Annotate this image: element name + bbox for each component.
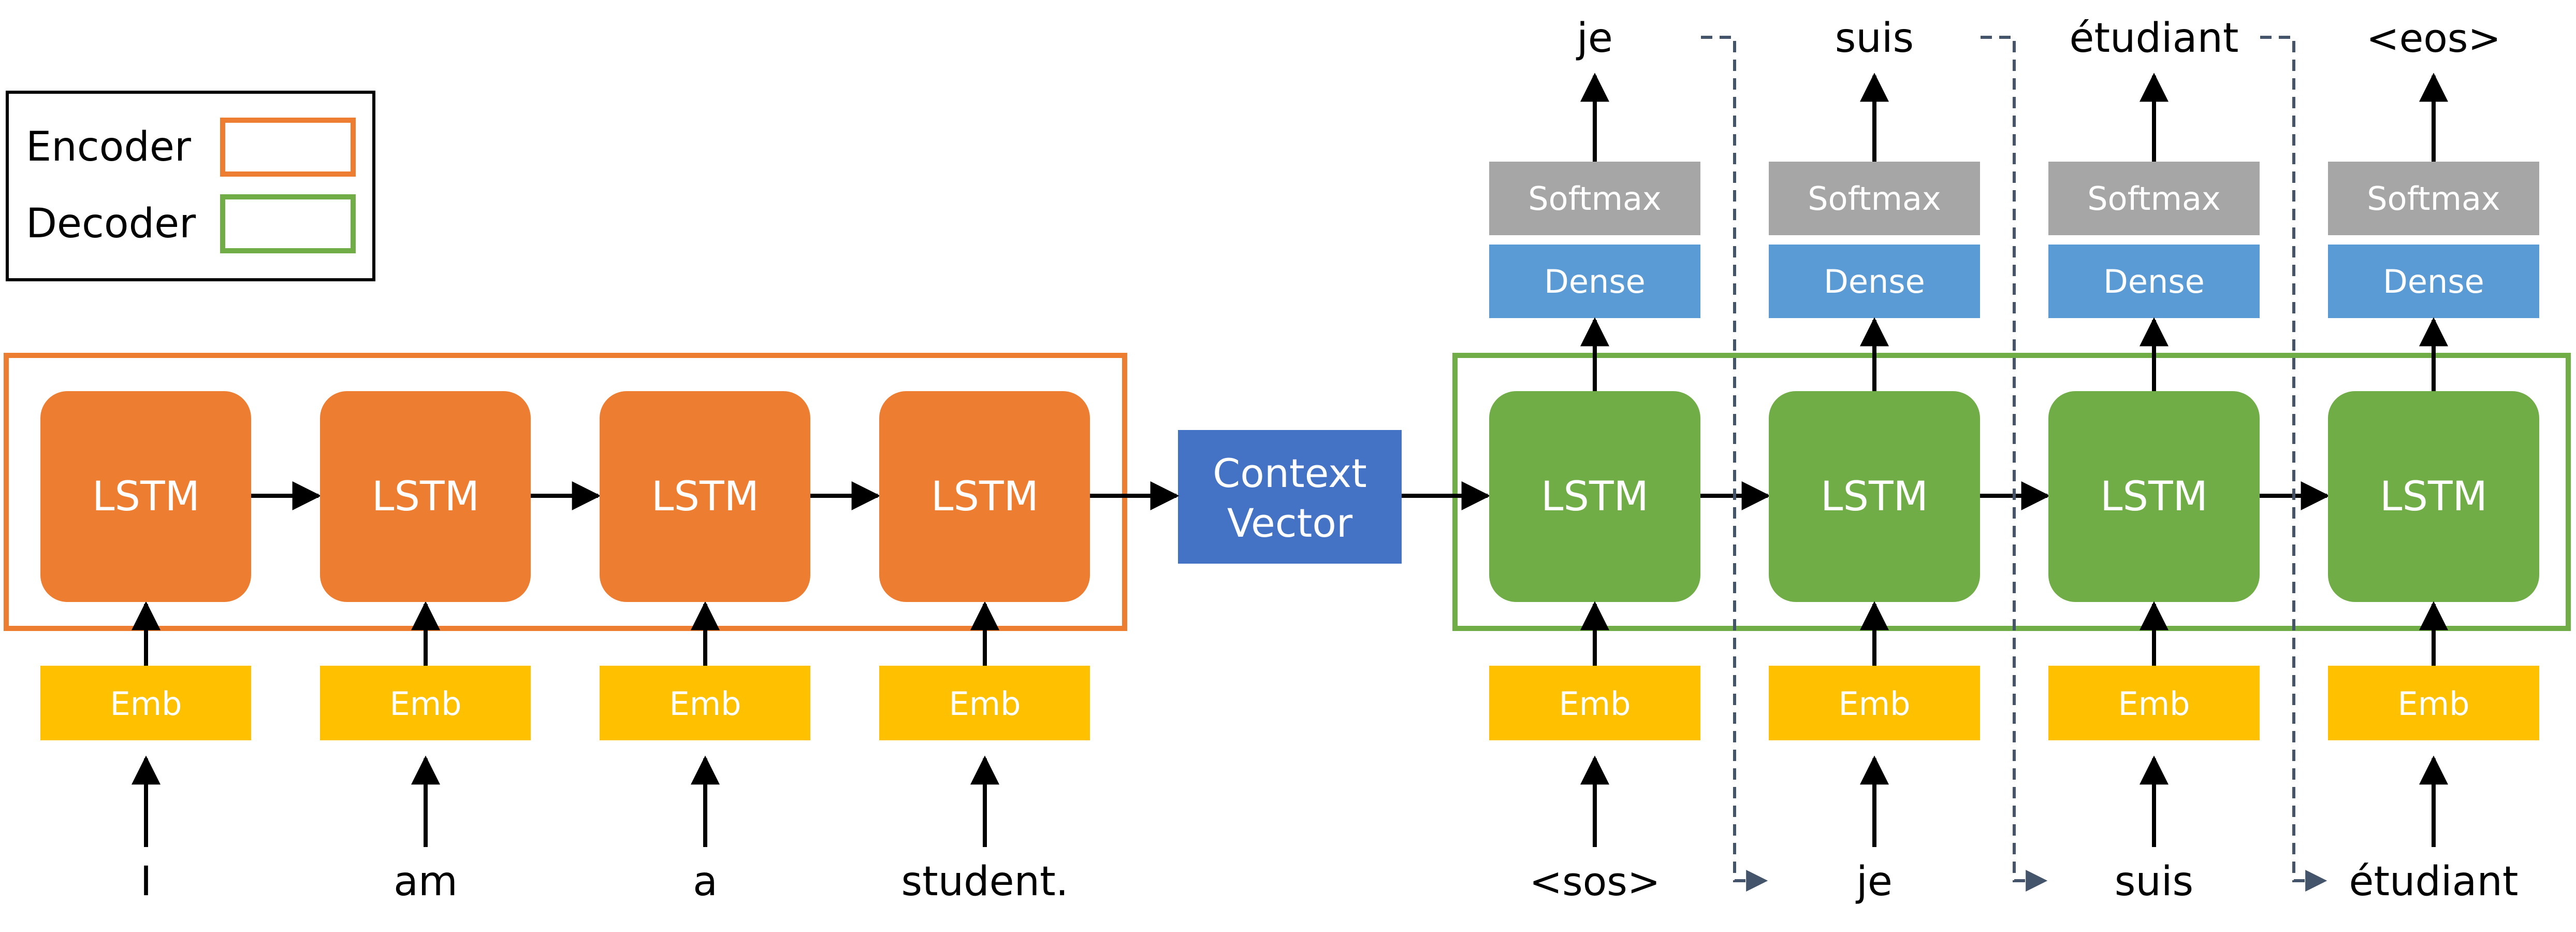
input-token: suis — [2115, 858, 2193, 905]
decoder-frame — [1452, 353, 2571, 631]
lstm-block — [1769, 391, 1980, 602]
lstm-block — [879, 391, 1090, 602]
lstm-block — [1489, 391, 1700, 602]
emb-block — [2328, 666, 2539, 740]
softmax-label: Softmax — [1808, 180, 1941, 218]
emb-label: Emb — [1839, 685, 1911, 723]
feedback-arrows — [1701, 36, 2327, 892]
lstm-label: LSTM — [1821, 474, 1928, 520]
emb-label: Emb — [2118, 685, 2190, 723]
lstm-block — [600, 391, 810, 602]
softmax-block — [2048, 162, 2260, 235]
emb-block — [879, 666, 1090, 740]
softmax-block — [1489, 162, 1700, 235]
decoder-cell-1: je Softmax Dense LSTM Emb <sos> — [1489, 15, 1700, 905]
encoder-cell-1: Emb LSTM I — [40, 391, 251, 905]
output-token: étudiant — [2069, 15, 2238, 62]
output-token: <eos> — [2366, 15, 2501, 61]
softmax-block — [2328, 162, 2539, 235]
feedback-arrow-2 — [1981, 36, 2048, 892]
emb-label: Emb — [1559, 685, 1631, 723]
input-token: <sos> — [1529, 858, 1660, 905]
dense-block — [1489, 245, 1700, 318]
dense-block — [1769, 245, 1980, 318]
context-vector-line1: Context — [1213, 450, 1367, 496]
emb-block — [1769, 666, 1980, 740]
emb-block — [40, 666, 251, 740]
dense-label: Dense — [2103, 263, 2205, 300]
legend: Encoder Decoder — [6, 91, 375, 281]
encoder-cell-3: Emb LSTM a — [600, 391, 810, 905]
encoder-cell-2: Emb LSTM am — [320, 391, 531, 905]
lstm-label: LSTM — [92, 474, 200, 520]
dense-label: Dense — [1544, 263, 1646, 300]
emb-block — [320, 666, 531, 740]
feedback-arrow-3 — [2260, 36, 2327, 892]
lstm-label: LSTM — [1541, 474, 1649, 520]
emb-label: Emb — [390, 685, 462, 723]
decoder-cell-2: suis Softmax Dense LSTM Emb je — [1769, 15, 1980, 905]
decoder-cell-4: <eos> Softmax Dense LSTM Emb étudiant — [2328, 15, 2539, 905]
softmax-block — [1769, 162, 1980, 235]
output-token: suis — [1835, 15, 1914, 62]
softmax-label: Softmax — [2367, 180, 2500, 218]
output-token: je — [1576, 15, 1613, 62]
encoder-frame — [4, 353, 1127, 631]
input-token: a — [693, 858, 718, 905]
emb-label: Emb — [949, 685, 1021, 723]
legend-decoder-swatch — [220, 194, 356, 253]
encoder-cell-4: Emb LSTM student. — [879, 391, 1090, 905]
dense-block — [2328, 245, 2539, 318]
lstm-label: LSTM — [372, 474, 479, 520]
input-token: student. — [901, 858, 1069, 905]
emb-label: Emb — [110, 685, 182, 723]
dense-block — [2048, 245, 2260, 318]
lstm-block — [320, 391, 531, 602]
legend-decoder-label: Decoder — [26, 200, 196, 247]
input-token: am — [394, 858, 458, 905]
legend-encoder-swatch — [220, 118, 356, 177]
context-vector-box — [1178, 430, 1402, 564]
lstm-block — [2048, 391, 2260, 602]
emb-block — [600, 666, 810, 740]
feedback-arrow-1 — [1701, 36, 1768, 892]
lstm-label: LSTM — [2100, 474, 2208, 520]
input-token: je — [1855, 858, 1893, 905]
context-vector: Context Vector — [1178, 430, 1402, 564]
lstm-label: LSTM — [2380, 474, 2487, 520]
lstm-label: LSTM — [651, 474, 759, 520]
input-token: étudiant — [2349, 858, 2518, 905]
decoder-cell-3: étudiant Softmax Dense LSTM Emb suis — [2048, 15, 2260, 905]
dense-label: Dense — [1824, 263, 1925, 300]
legend-encoder-label: Encoder — [26, 124, 192, 170]
input-token: I — [140, 858, 152, 905]
lstm-block — [2328, 391, 2539, 602]
emb-label: Emb — [670, 685, 741, 723]
emb-block — [1489, 666, 1700, 740]
emb-block — [2048, 666, 2260, 740]
dense-label: Dense — [2383, 263, 2484, 300]
context-vector-line2: Vector — [1227, 500, 1353, 546]
softmax-label: Softmax — [1528, 180, 1661, 218]
softmax-label: Softmax — [2087, 180, 2220, 218]
emb-label: Emb — [2398, 685, 2470, 723]
lstm-block — [40, 391, 251, 602]
lstm-label: LSTM — [931, 474, 1039, 520]
